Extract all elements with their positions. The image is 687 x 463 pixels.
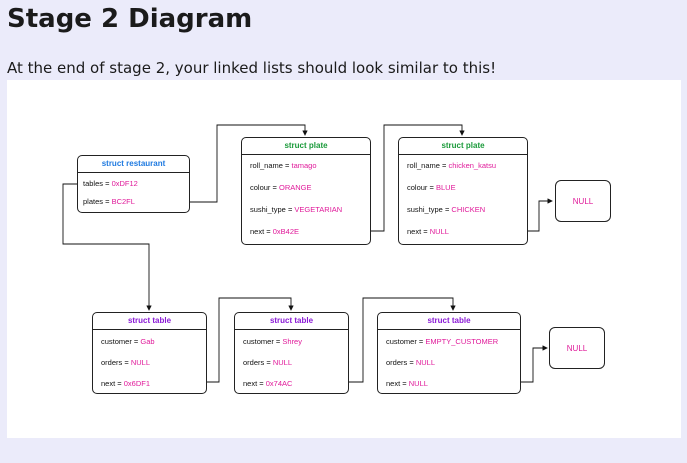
restaurant-plates-field: plates = BC2FL	[83, 197, 135, 206]
plate-colour-field: colour = ORANGE	[250, 183, 312, 192]
table-orders-field: orders = NULL	[243, 358, 292, 367]
plate-roll-name-field: roll_name = chicken_katsu	[407, 161, 497, 170]
plate-roll-name-field: roll_name = tamago	[250, 161, 317, 170]
struct-plate-header: struct plate	[399, 138, 527, 155]
table-next-field: next = 0x6DF1	[101, 379, 150, 388]
intro-text: At the end of stage 2, your linked lists…	[7, 59, 497, 77]
table-orders-field: orders = NULL	[386, 358, 435, 367]
page-title: Stage 2 Diagram	[7, 4, 253, 34]
restaurant-tables-field: tables = 0xDF12	[83, 179, 138, 188]
struct-table-box: struct table customer = Gab orders = NUL…	[92, 312, 207, 394]
plate-next-field: next = 0xB42E	[250, 227, 300, 236]
linked-list-diagram: struct restaurant tables = 0xDF12 plates…	[7, 80, 681, 438]
struct-plate-box: struct plate roll_name = tamago colour =…	[241, 137, 371, 245]
struct-table-box: struct table customer = Shrey orders = N…	[234, 312, 349, 394]
table-customer-field: customer = EMPTY_CUSTOMER	[386, 337, 499, 346]
struct-table-box: struct table customer = EMPTY_CUSTOMER o…	[377, 312, 521, 394]
table-next-field: next = 0x74AC	[243, 379, 293, 388]
table-customer-field: customer = Gab	[101, 337, 155, 346]
plate-colour-field: colour = BLUE	[407, 183, 456, 192]
plate-sushi-type-field: sushi_type = VEGETARIAN	[250, 205, 343, 214]
plate-sushi-type-field: sushi_type = CHICKEN	[407, 205, 486, 214]
null-tables-box: NULL	[549, 327, 605, 369]
table-orders-field: orders = NULL	[101, 358, 150, 367]
struct-table-header: struct table	[378, 313, 520, 330]
arrow-plates-to-plate1	[148, 124, 308, 203]
struct-restaurant-header: struct restaurant	[78, 156, 189, 173]
null-plates-box: NULL	[555, 180, 611, 222]
struct-table-header: struct table	[235, 313, 348, 330]
struct-table-header: struct table	[93, 313, 206, 330]
table-next-field: next = NULL	[386, 379, 428, 388]
table-customer-field: customer = Shrey	[243, 337, 302, 346]
struct-restaurant-box: struct restaurant tables = 0xDF12 plates…	[77, 155, 190, 213]
arrow-tables-to-table1	[62, 183, 152, 311]
struct-plate-header: struct plate	[242, 138, 370, 155]
plate-next-field: next = NULL	[407, 227, 449, 236]
struct-plate-box: struct plate roll_name = chicken_katsu c…	[398, 137, 528, 245]
